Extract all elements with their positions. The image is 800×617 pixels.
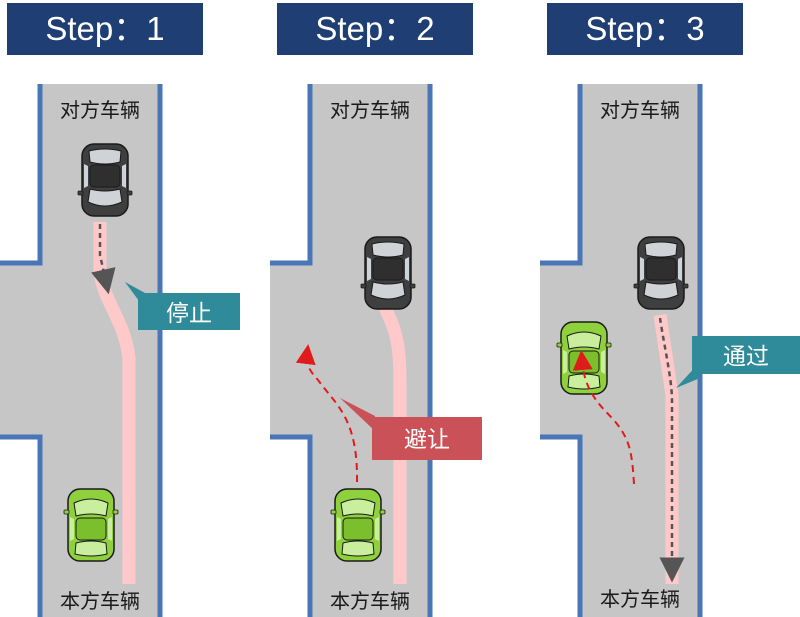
callout-pass-text: 通过 — [723, 344, 769, 370]
step-3-label: Step：3 — [547, 3, 743, 55]
own-car-icon — [330, 488, 386, 562]
stop-arrow-1 — [91, 224, 116, 295]
oncoming-vehicle-label: 对方车辆 — [600, 98, 680, 122]
own-vehicle-label: 本方车辆 — [60, 589, 140, 613]
oncoming-car-icon — [77, 143, 133, 217]
callout-yield: 避让 — [340, 398, 482, 460]
own-vehicle-label: 本方车辆 — [330, 589, 410, 613]
panel-step-1: 停止 对方车辆 本方车辆 — [0, 84, 240, 617]
oncoming-car-icon — [633, 236, 689, 310]
callout-stop-text: 停止 — [166, 301, 212, 327]
road-edge-left-2 — [270, 84, 313, 617]
callout-yield-text: 避让 — [404, 427, 450, 453]
road-edge-left-1 — [0, 84, 43, 617]
yield-arrow-2 — [295, 344, 359, 483]
step-1-label: Step：1 — [7, 3, 203, 55]
yield-arrow-3 — [572, 350, 635, 485]
own-vehicle-label: 本方车辆 — [600, 587, 680, 611]
callout-stop: 停止 — [125, 282, 240, 330]
own-car-icon — [63, 488, 119, 562]
panel-step-3: 通过 对方车辆 本方车辆 — [540, 84, 800, 617]
oncoming-vehicle-label: 对方车辆 — [60, 98, 140, 122]
step-2-label: Step：2 — [277, 3, 473, 55]
pass-arrow-3 — [658, 317, 685, 583]
callout-pass: 通过 — [676, 336, 800, 388]
panel-step-2: 避让 对方车辆 本方车辆 — [270, 84, 482, 617]
road-edge-left-3 — [540, 84, 583, 617]
planned-path-2 — [379, 305, 407, 584]
own-car-icon — [556, 321, 612, 395]
planned-path-3 — [653, 314, 679, 584]
oncoming-car-icon — [360, 236, 416, 310]
oncoming-vehicle-label: 对方车辆 — [330, 98, 410, 122]
